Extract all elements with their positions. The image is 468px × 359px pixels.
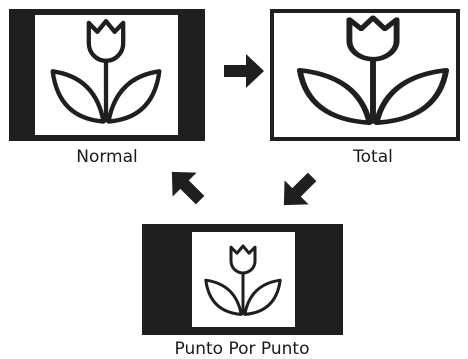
arrow-icon	[272, 165, 324, 217]
full-label: Total	[352, 147, 393, 167]
full-mode-screen	[270, 9, 460, 141]
arrow-icon	[160, 160, 212, 212]
dot-by-dot-label: Punto Por Punto	[175, 339, 310, 359]
normal-label: Normal	[76, 147, 138, 167]
arrow-icon	[224, 54, 264, 88]
normal-mode-screen	[9, 9, 205, 141]
dot-by-dot-mode-screen	[142, 224, 343, 335]
